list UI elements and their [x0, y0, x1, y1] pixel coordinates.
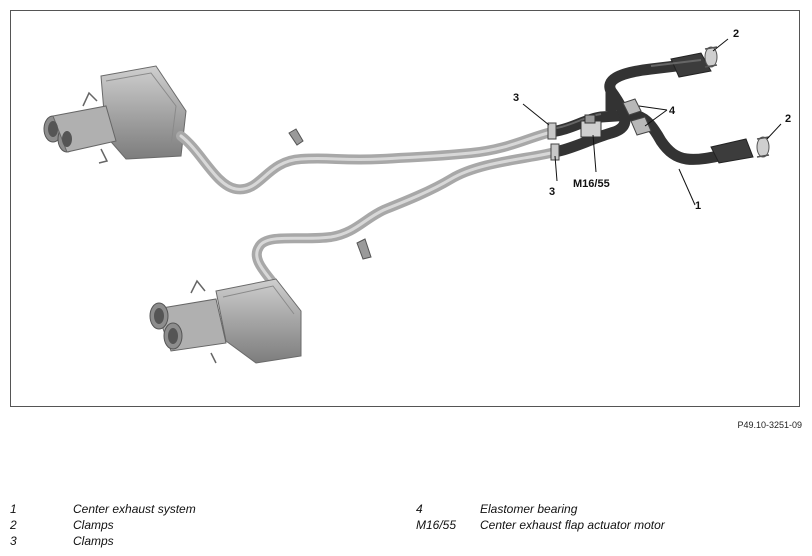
- legend-text-4: Elastomer bearing: [480, 502, 578, 516]
- upper-pipe-bracket: [288, 128, 304, 146]
- elastomer-bearing: [622, 98, 652, 136]
- joint-clamp-upper: [547, 122, 557, 140]
- lower-converter: [710, 138, 754, 164]
- legend-text-motor: Center exhaust flap actuator motor: [480, 518, 665, 532]
- lower-rear-muffler: [149, 278, 302, 364]
- legend-text-3: Clamps: [73, 534, 114, 548]
- flange-clamp-upper: [704, 46, 718, 68]
- legend-num-2: 2: [10, 518, 17, 532]
- legend-text-2: Clamps: [73, 518, 114, 532]
- diagram-frame: 2 2 3 3 4 M16/55 1: [10, 10, 800, 407]
- callout-4: 4: [669, 105, 676, 117]
- flange-clamp-lower: [756, 136, 770, 158]
- callout-3-upper: 3: [513, 92, 519, 104]
- legend-num-4: 4: [416, 502, 423, 516]
- exhaust-diagram: 2 2 3 3 4 M16/55 1: [43, 28, 791, 364]
- upper-converter: [670, 52, 712, 78]
- callout-1: 1: [695, 200, 701, 212]
- legend-text-1: Center exhaust system: [73, 502, 196, 516]
- callout-2-lower: 2: [785, 113, 791, 125]
- upper-tailpipes: [43, 105, 117, 153]
- leader-lines: [522, 38, 782, 206]
- callout-3-lower: 3: [549, 186, 555, 198]
- lower-intermediate-pipe: [251, 146, 564, 288]
- flap-actuator-motor: [580, 114, 602, 138]
- legend-num-3: 3: [10, 534, 17, 548]
- callout-motor: M16/55: [573, 178, 610, 190]
- legend-num-motor: M16/55: [416, 518, 457, 532]
- figure-reference: P49.10-3251-09: [737, 420, 802, 430]
- lower-pipe-bracket: [356, 238, 372, 260]
- callout-2-upper: 2: [733, 28, 739, 40]
- legend-num-1: 1: [10, 502, 17, 516]
- lower-tailpipes: [149, 298, 227, 352]
- upper-rear-muffler: [43, 65, 187, 164]
